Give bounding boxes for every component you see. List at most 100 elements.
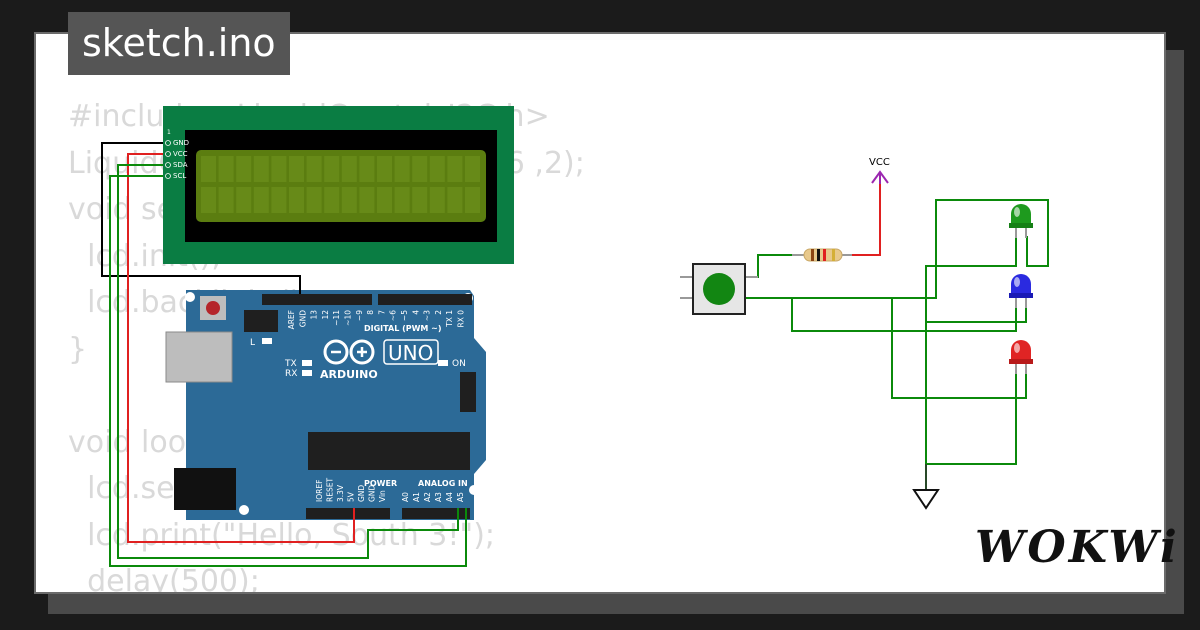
pin-label: 5V bbox=[347, 491, 356, 502]
lcd-cell bbox=[412, 187, 428, 213]
analog-header bbox=[402, 508, 470, 519]
pin-label: 4 bbox=[411, 310, 420, 315]
lcd-pin-1: 1 bbox=[167, 129, 171, 136]
mount-hole bbox=[185, 292, 195, 302]
wire-blue-led-gnd bbox=[926, 306, 1027, 323]
led-blue[interactable] bbox=[1009, 274, 1033, 308]
lcd-pin-scl-label: SCL bbox=[173, 172, 186, 180]
vcc-symbol: VCC bbox=[869, 157, 890, 184]
power-jack bbox=[174, 468, 236, 510]
wire-green-led-gnd bbox=[925, 236, 1017, 490]
pin-label: GND bbox=[368, 485, 377, 502]
pin-label: A2 bbox=[423, 492, 432, 502]
lcd-cell bbox=[201, 156, 216, 182]
led-red[interactable] bbox=[1009, 340, 1033, 374]
power-header bbox=[306, 508, 390, 519]
reset-button[interactable] bbox=[206, 301, 220, 315]
uno-badge bbox=[383, 339, 439, 365]
lcd-cell bbox=[324, 156, 340, 182]
lcd-cell bbox=[341, 187, 357, 213]
pin-label: 3.3V bbox=[336, 484, 345, 502]
pushbutton-cap[interactable] bbox=[703, 273, 735, 305]
l-led-label: L bbox=[250, 338, 255, 348]
on-led-label: ON bbox=[452, 359, 466, 369]
lcd-cell bbox=[412, 156, 428, 182]
lcd-cell bbox=[324, 187, 340, 213]
wire-vcc-resistor bbox=[851, 184, 881, 256]
pin-label: 2 bbox=[434, 310, 443, 315]
wire-resistor-button bbox=[746, 254, 792, 278]
lcd-cell bbox=[429, 187, 445, 213]
lcd-cell bbox=[218, 156, 234, 182]
lcd-cell bbox=[341, 156, 357, 182]
digital-header-left bbox=[262, 294, 372, 305]
code-line: delay(500); bbox=[68, 564, 260, 594]
lcd-pin-vcc-label: VCC bbox=[173, 150, 188, 158]
led-green[interactable] bbox=[1009, 204, 1033, 238]
pin-label: A5 bbox=[456, 492, 465, 502]
wire-button-blue-led bbox=[746, 297, 1017, 332]
lcd-cell bbox=[394, 187, 410, 213]
lcd-display[interactable]: 1 GND VCC SDA SCL bbox=[163, 106, 514, 264]
pin-label: RESET bbox=[326, 478, 335, 502]
on-led bbox=[438, 360, 448, 366]
pin-label: ~11 bbox=[332, 310, 341, 326]
pin-label: GND bbox=[298, 310, 307, 327]
lcd-cell bbox=[236, 156, 252, 182]
lcd-pin-dot bbox=[165, 162, 171, 168]
lcd-cell bbox=[447, 156, 463, 182]
lcd-pin-dot bbox=[165, 140, 171, 146]
pin-label: 12 bbox=[321, 310, 330, 320]
resistor[interactable] bbox=[792, 248, 852, 262]
lcd-cell bbox=[429, 156, 445, 182]
l-led bbox=[262, 338, 272, 344]
arduino-uno[interactable]: ON L TX RX UNO ARDUINO DIGITAL (PWM ~) P… bbox=[165, 290, 486, 520]
pin-label: 7 bbox=[377, 310, 386, 315]
analog-header-label: ANALOG IN bbox=[418, 479, 468, 488]
pin-label: 13 bbox=[310, 310, 319, 320]
digital-header-right bbox=[378, 294, 472, 305]
lcd-cell bbox=[447, 187, 463, 213]
pin-label: 8 bbox=[366, 310, 375, 315]
lcd-cell bbox=[271, 187, 287, 213]
lcd-cell bbox=[394, 156, 410, 182]
lcd-character-grid bbox=[201, 156, 480, 213]
pin-label: ~6 bbox=[389, 310, 398, 321]
pin-label: A1 bbox=[412, 492, 421, 502]
ground-symbol bbox=[912, 464, 940, 510]
lcd-cell bbox=[377, 187, 392, 213]
lcd-cell bbox=[236, 187, 252, 213]
pin-label: ~5 bbox=[400, 310, 409, 321]
pin-label: ~9 bbox=[355, 310, 364, 321]
pin-label: A0 bbox=[401, 492, 410, 502]
lcd-pin-dot bbox=[165, 151, 171, 157]
lcd-cell bbox=[465, 187, 480, 213]
lcd-cell bbox=[218, 187, 234, 213]
lcd-cell bbox=[359, 187, 375, 213]
lcd-cell bbox=[465, 156, 480, 182]
digital-header-label: DIGITAL (PWM ~) bbox=[364, 324, 442, 333]
lcd-cell bbox=[306, 156, 322, 182]
rx-led-label: RX bbox=[285, 369, 297, 379]
pin-label: IOREF bbox=[315, 480, 324, 502]
pin-label: A4 bbox=[445, 492, 454, 502]
wire-button-green-led bbox=[746, 199, 1049, 299]
lcd-cell bbox=[201, 187, 216, 213]
tx-led bbox=[302, 360, 312, 366]
pin-label: Vin bbox=[378, 490, 387, 502]
vcc-label: VCC bbox=[869, 157, 890, 168]
wokwi-logo: WOKWi bbox=[975, 522, 1180, 573]
pin-label: RX 0 bbox=[457, 310, 466, 328]
mount-hole bbox=[469, 485, 479, 495]
icsp2-header bbox=[460, 372, 476, 412]
lcd-cell bbox=[253, 187, 269, 213]
lcd-cell bbox=[271, 156, 287, 182]
atmega-chip bbox=[308, 432, 470, 470]
pushbutton[interactable] bbox=[680, 263, 758, 315]
pin-label: A3 bbox=[434, 492, 443, 502]
wire-vcc bbox=[127, 153, 355, 543]
lcd-pin-dot bbox=[165, 173, 171, 179]
